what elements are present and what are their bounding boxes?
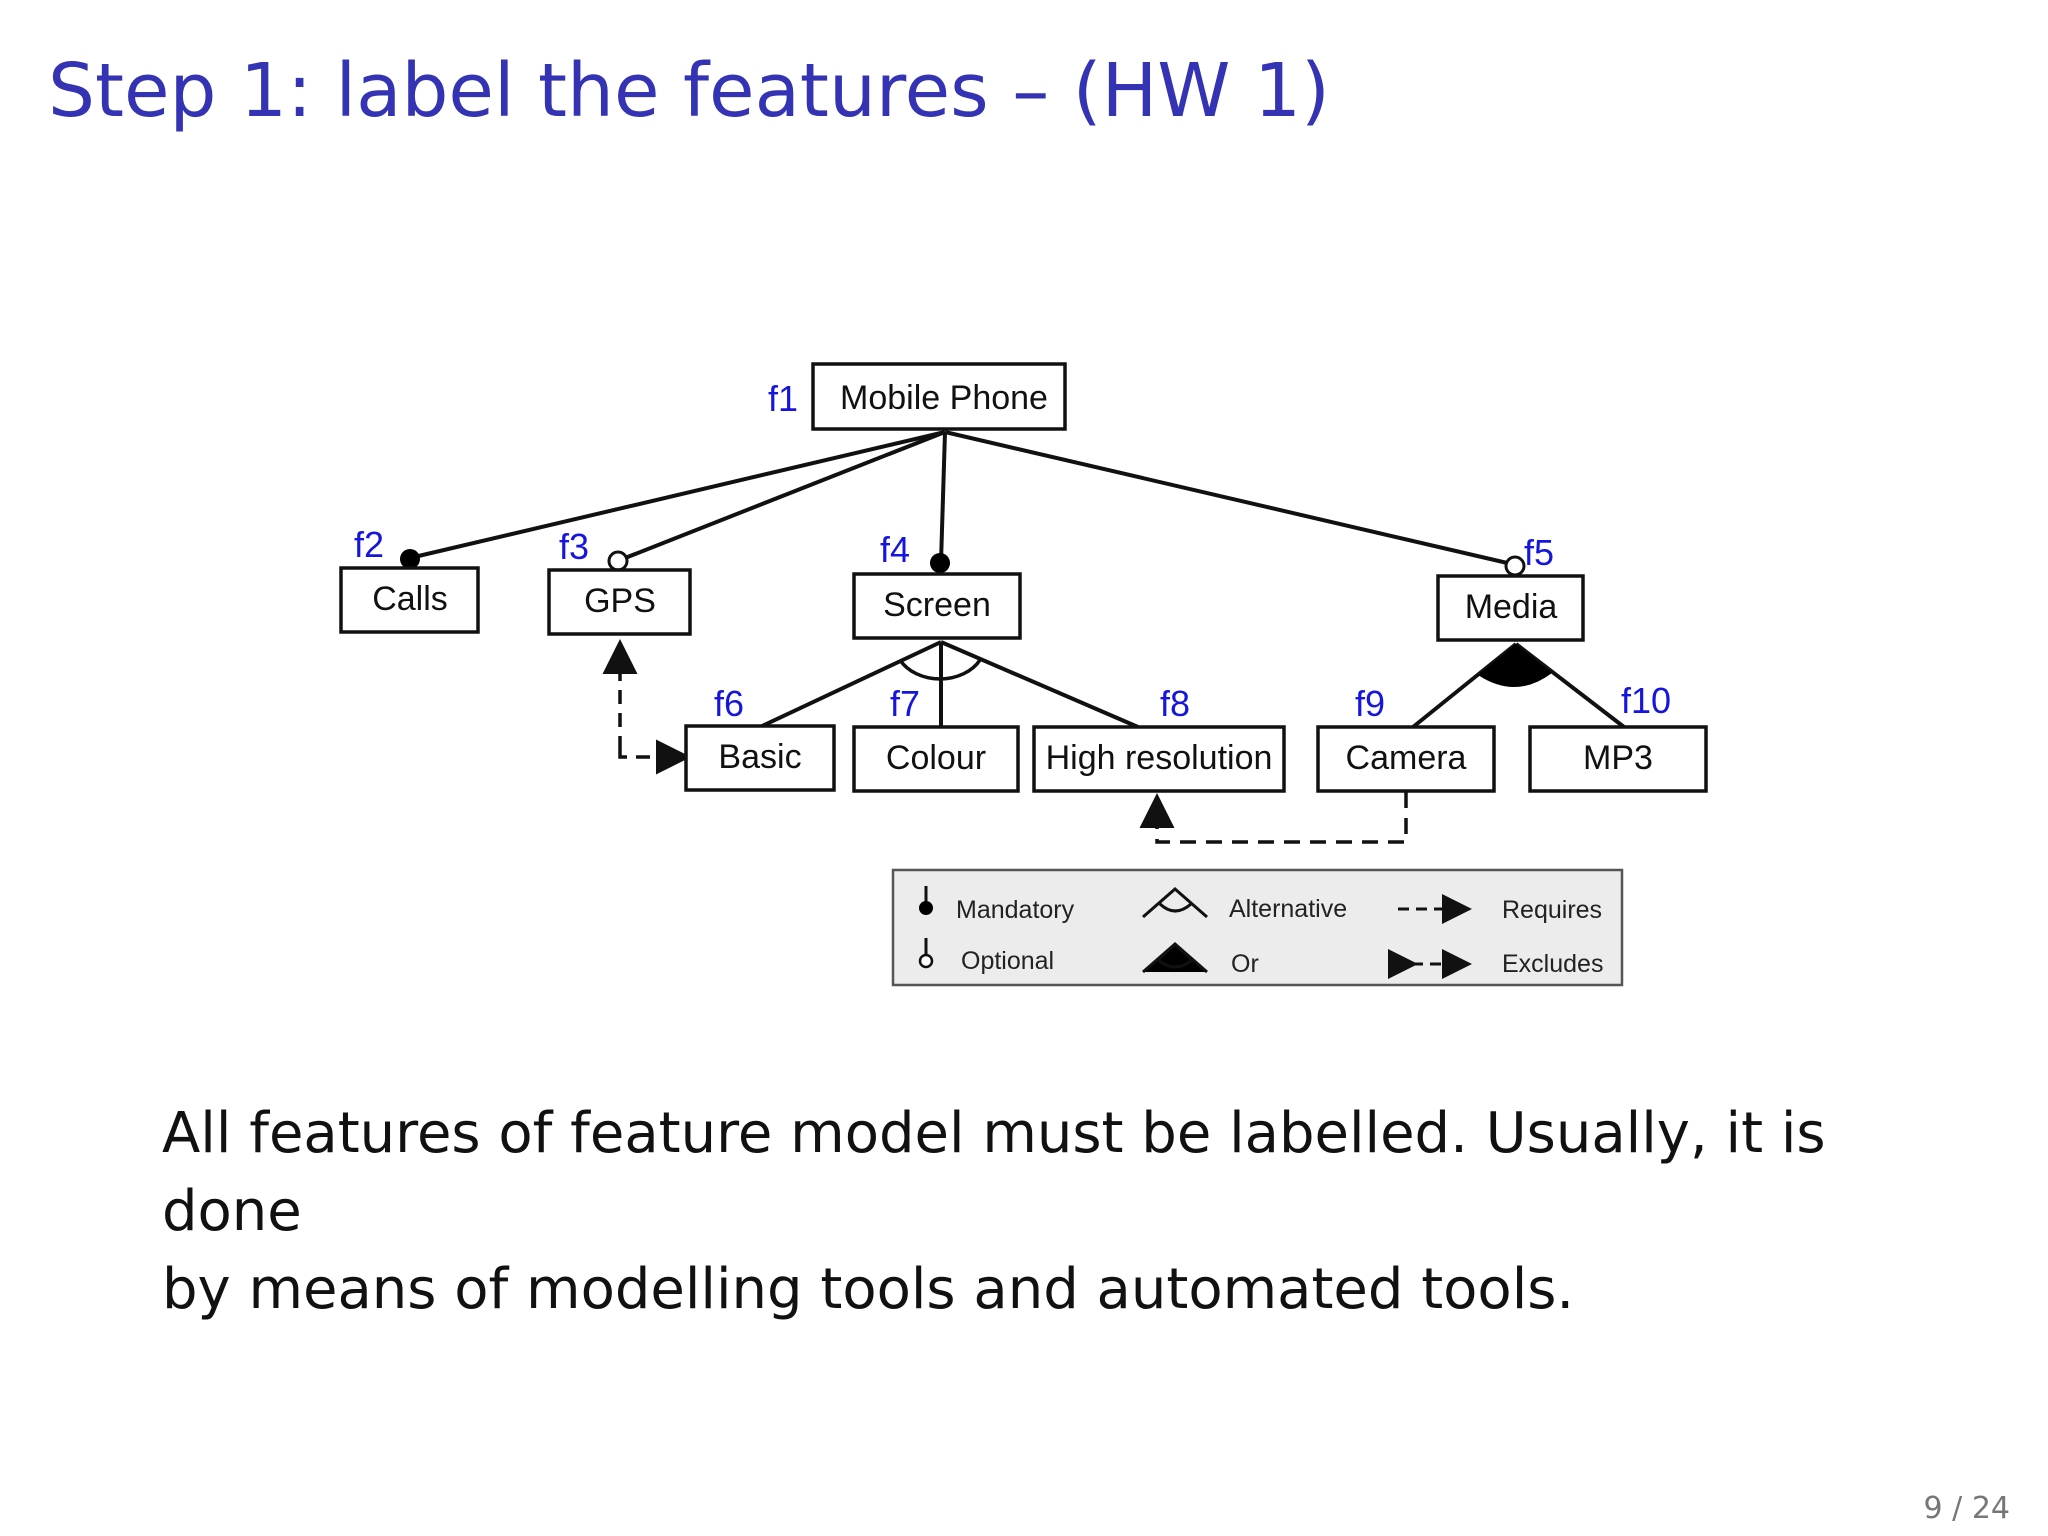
feature-id-f8: f8 xyxy=(1160,683,1190,724)
feature-id-f2: f2 xyxy=(354,524,384,565)
feature-name-f3: GPS xyxy=(584,582,656,620)
mandatory-dot-f2 xyxy=(400,549,420,569)
feature-box-f4 xyxy=(852,572,1022,640)
feature-name-f6: Basic xyxy=(718,738,801,776)
legend-alternative: Alternative xyxy=(1229,895,1347,923)
feature-box-f5 xyxy=(1436,574,1585,642)
feature-id-f1: f1 xyxy=(768,378,798,419)
optional-dot-f3 xyxy=(607,550,629,572)
legend-excludes: Excludes xyxy=(1502,950,1603,978)
feature-id-f9: f9 xyxy=(1355,683,1385,724)
feature-id-f5: f5 xyxy=(1524,532,1554,573)
slide-title: Step 1: label the features – (HW 1) xyxy=(48,48,1330,134)
edge-f5-f10 xyxy=(1514,642,1626,729)
alternative-legend-icon xyxy=(1142,887,1208,919)
feature-name-f2: Calls xyxy=(372,580,448,618)
page-number: 9 / 24 xyxy=(1923,1491,2010,1526)
feature-id-f3: f3 xyxy=(559,526,589,567)
feature-box-f2 xyxy=(339,566,480,634)
legend-mandatory: Mandatory xyxy=(956,896,1075,924)
feature-id-f7: f7 xyxy=(890,683,920,724)
feature-box-f7 xyxy=(852,725,1020,793)
feature-name-f9: Camera xyxy=(1346,739,1467,777)
feature-box-f3 xyxy=(547,568,692,636)
or-arc xyxy=(1478,644,1552,688)
feature-box-f6 xyxy=(684,724,836,792)
feature-id-f10: f10 xyxy=(1621,680,1671,721)
requires-camera-hires xyxy=(1139,792,1408,844)
feature-name-f5: Media xyxy=(1465,588,1558,626)
feature-id-f4: f4 xyxy=(880,529,910,570)
edge-f5-f9 xyxy=(1411,642,1518,729)
edge-f1-f2 xyxy=(409,430,946,560)
optional-legend-icon xyxy=(918,953,934,969)
feature-box-f9 xyxy=(1316,725,1496,793)
edge-f1-f4 xyxy=(939,431,947,563)
feature-box-f8 xyxy=(1032,725,1286,793)
feature-box-f1 xyxy=(811,362,1067,431)
legend-or: Or xyxy=(1231,950,1259,978)
feature-name-f4: Screen xyxy=(883,586,991,624)
feature-box-f10 xyxy=(1528,725,1708,793)
feature-name-f8: High resolution xyxy=(1046,739,1273,777)
edge-f4-f6 xyxy=(759,640,942,729)
feature-id-f6: f6 xyxy=(714,683,744,724)
alternative-arc xyxy=(898,659,982,681)
edge-f1-f3 xyxy=(619,430,946,562)
body-line-1: All features of feature model must be la… xyxy=(162,1101,1826,1244)
mandatory-legend-icon xyxy=(919,901,933,915)
feature-name-f1: Mobile Phone xyxy=(840,379,1048,417)
legend: Mandatory Optional Alternative Or Requir… xyxy=(891,868,1624,987)
legend-optional: Optional xyxy=(961,947,1054,975)
edge-f4-f8 xyxy=(940,640,1139,729)
feature-name-f7: Colour xyxy=(886,739,986,777)
body-text: All features of feature model must be la… xyxy=(162,1095,1922,1329)
edge-f1-f5 xyxy=(944,430,1517,567)
legend-requires: Requires xyxy=(1502,896,1602,924)
optional-dot-f5 xyxy=(1504,555,1526,577)
or-legend-icon xyxy=(1142,941,1208,974)
feature-name-f10: MP3 xyxy=(1583,739,1653,777)
body-line-2: by means of modelling tools and automate… xyxy=(162,1257,1575,1322)
requires-gps-basic xyxy=(618,739,691,775)
mandatory-dot-f4 xyxy=(930,553,950,573)
legend-box xyxy=(891,868,1624,987)
